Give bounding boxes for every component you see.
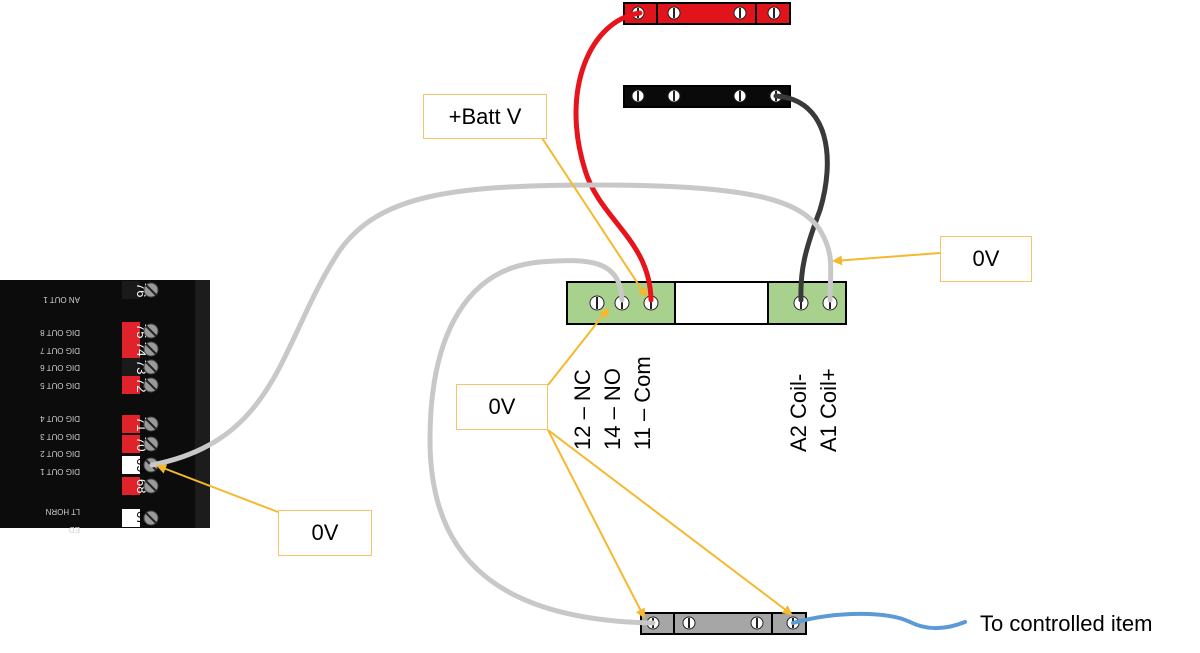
relay-label-com: 11 – Com <box>630 356 655 450</box>
screw-icon <box>667 6 681 20</box>
screw-icon <box>631 89 645 103</box>
screw-slot <box>145 284 157 296</box>
terminal-number-box <box>122 358 140 376</box>
screw-icon <box>682 616 696 630</box>
screw-slot <box>145 361 157 373</box>
busbar-body <box>640 612 807 635</box>
wire-grey-no-output <box>427 258 656 626</box>
screw-icon <box>589 295 605 311</box>
screw-slot <box>145 418 157 430</box>
relay-label-a1: A1 Coil+ <box>816 368 841 452</box>
screw-slot <box>145 438 157 450</box>
terminal-number-box <box>122 322 140 340</box>
callout-zero-middle: 0V <box>456 384 548 430</box>
arrow-zero-middle-left <box>547 429 645 619</box>
screw-slot <box>145 325 157 337</box>
controller-label: DIG OUT 4 <box>40 414 80 423</box>
screw-icon <box>733 89 747 103</box>
relay-label-no: 14 – NO <box>600 368 625 450</box>
terminal-number-box <box>122 376 140 394</box>
arrow-zero-middle-right <box>547 429 793 616</box>
arrow-zero-left <box>156 464 279 513</box>
terminal-number-box <box>122 415 140 433</box>
screw-icon <box>822 295 838 311</box>
callout-arrows <box>156 134 941 619</box>
controller-label: AN OUT 1 <box>43 295 80 304</box>
screw-icon <box>733 6 747 20</box>
controller-label: ED <box>69 525 80 534</box>
controller-label: DIG OUT 2 <box>40 449 80 458</box>
callout-batt: +Batt V <box>423 94 547 139</box>
terminal-number-box <box>122 435 140 453</box>
wire-grey-controller-coil <box>149 182 834 468</box>
terminal-number-box <box>122 509 140 527</box>
screw-slot <box>145 343 157 355</box>
relay-label-a2: A2 Coil- <box>786 374 811 452</box>
relay-body <box>674 281 769 325</box>
screw-icon <box>767 6 781 20</box>
screw-slot <box>145 512 157 524</box>
controller-labels: AN OUT 1 DIG OUT 8 DIG OUT 7 DIG OUT 6 D… <box>40 295 80 534</box>
screw-icon <box>750 616 764 630</box>
terminal-number-box <box>122 477 140 495</box>
busbar-body <box>623 2 791 25</box>
wire-black-coil <box>773 93 830 303</box>
terminal-number-box <box>122 281 140 299</box>
screw-slot <box>145 480 157 492</box>
controller-label: DIG OUT 6 <box>40 363 80 372</box>
callout-zero-right: 0V <box>940 236 1032 282</box>
relay-labels: 12 – NC 14 – NO 11 – Com A2 Coil- A1 Coi… <box>570 356 841 452</box>
arrow-zero-middle-up <box>547 307 610 386</box>
controller-label: DIG OUT 1 <box>40 467 80 476</box>
output-label: To controlled item <box>980 611 1152 636</box>
controller-label: DIG OUT 5 <box>40 381 80 390</box>
controller-edge <box>195 280 210 528</box>
wire-red-batt <box>573 10 654 303</box>
output-busbar <box>640 612 807 635</box>
terminal-number-box <box>122 456 140 474</box>
terminal-number-box <box>122 340 140 358</box>
controller-label: DIG OUT 7 <box>40 346 80 355</box>
busbar-body <box>623 85 791 108</box>
negative-busbar <box>623 85 791 108</box>
arrow-batt <box>539 134 648 298</box>
relay <box>566 281 847 325</box>
controller-label: DIG OUT 3 <box>40 432 80 441</box>
positive-busbar <box>623 2 791 25</box>
callout-zero-left: 0V <box>278 510 372 556</box>
arrow-zero-right <box>832 252 941 266</box>
relay-label-nc: 12 – NC <box>570 369 595 450</box>
screw-icon <box>667 89 681 103</box>
controller-module: AN OUT 1 DIG OUT 8 DIG OUT 7 DIG OUT 6 D… <box>0 280 210 534</box>
controller-body <box>0 280 210 528</box>
controller-label: DIG OUT 8 <box>40 328 80 337</box>
screw-slot <box>145 379 157 391</box>
wire-blue-output <box>791 611 967 630</box>
controller-label: LT HORN <box>45 507 80 516</box>
